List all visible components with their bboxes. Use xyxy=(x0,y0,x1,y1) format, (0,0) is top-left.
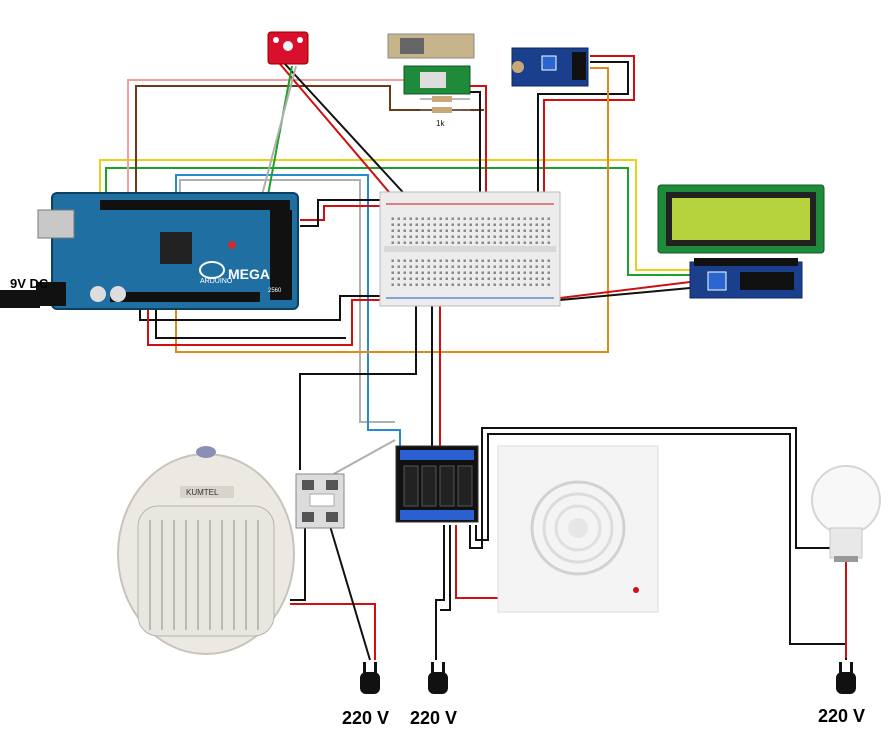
heater-brand: KUMTEL xyxy=(186,488,219,497)
wire-gray-ssr xyxy=(329,439,396,477)
board-brand: ARDUINO xyxy=(200,278,233,285)
wire-gray-top xyxy=(179,179,395,423)
breadboard xyxy=(379,191,561,307)
wire-black-heater xyxy=(290,520,306,601)
light-bulb xyxy=(811,465,881,562)
board-model: MEGA xyxy=(228,266,270,282)
resistors: 1k xyxy=(420,96,470,128)
exhaust-fan xyxy=(497,445,659,613)
resistor-value-label: 1k xyxy=(436,119,445,128)
wire-black-ssr-plug xyxy=(329,525,371,661)
gas-sensor xyxy=(387,33,475,95)
lcd-1602 xyxy=(657,184,825,254)
board-number: 2560 xyxy=(268,288,282,294)
wire-black-fan2 xyxy=(440,525,451,611)
wire-gray-sensor xyxy=(261,65,297,196)
wire-black-fan xyxy=(435,525,445,660)
wire-green xyxy=(105,167,690,276)
dc-power-label: 9V DC xyxy=(10,276,49,291)
wire-yellow xyxy=(99,159,690,271)
wire-red-power xyxy=(300,205,394,221)
wire-red-ldr xyxy=(543,55,635,298)
ldr-module xyxy=(511,47,589,87)
wire-black-power xyxy=(300,199,394,227)
solid-state-relay xyxy=(295,473,345,529)
arduino-mega-board: ARDUINO MEGA 2560 xyxy=(0,192,299,310)
i2c-adapter xyxy=(689,258,803,299)
temperature-sensor xyxy=(267,31,309,65)
wire-orange-ldr xyxy=(175,67,609,353)
wire-blue xyxy=(175,174,401,450)
wire-black-bottom2 xyxy=(155,305,346,339)
wire-red-fan xyxy=(455,525,500,599)
wire-black-i2c xyxy=(559,287,691,301)
fan-heater: KUMTEL xyxy=(117,446,295,655)
wire-red-bottom xyxy=(147,299,394,346)
wire-pink xyxy=(127,79,406,200)
relay-module-4ch xyxy=(395,445,479,523)
mains-label-3: 220 V xyxy=(818,706,866,726)
wire-black-bulb2 xyxy=(475,433,847,660)
wire-black-ldr xyxy=(537,61,629,300)
wire-red-i2c xyxy=(559,281,691,299)
wire-black-sensor xyxy=(284,63,411,201)
mains-label-2: 220 V xyxy=(410,708,458,728)
wire-brown xyxy=(135,85,484,200)
mains-plug-icon xyxy=(360,662,856,694)
mains-label-1: 220 V xyxy=(342,708,390,728)
wire-black-bulb1 xyxy=(469,427,830,549)
wire-red-heater xyxy=(290,603,376,660)
wire-black-bottom xyxy=(139,295,394,321)
wire-black-relay xyxy=(299,300,417,470)
wire-red-sensor xyxy=(279,63,401,206)
